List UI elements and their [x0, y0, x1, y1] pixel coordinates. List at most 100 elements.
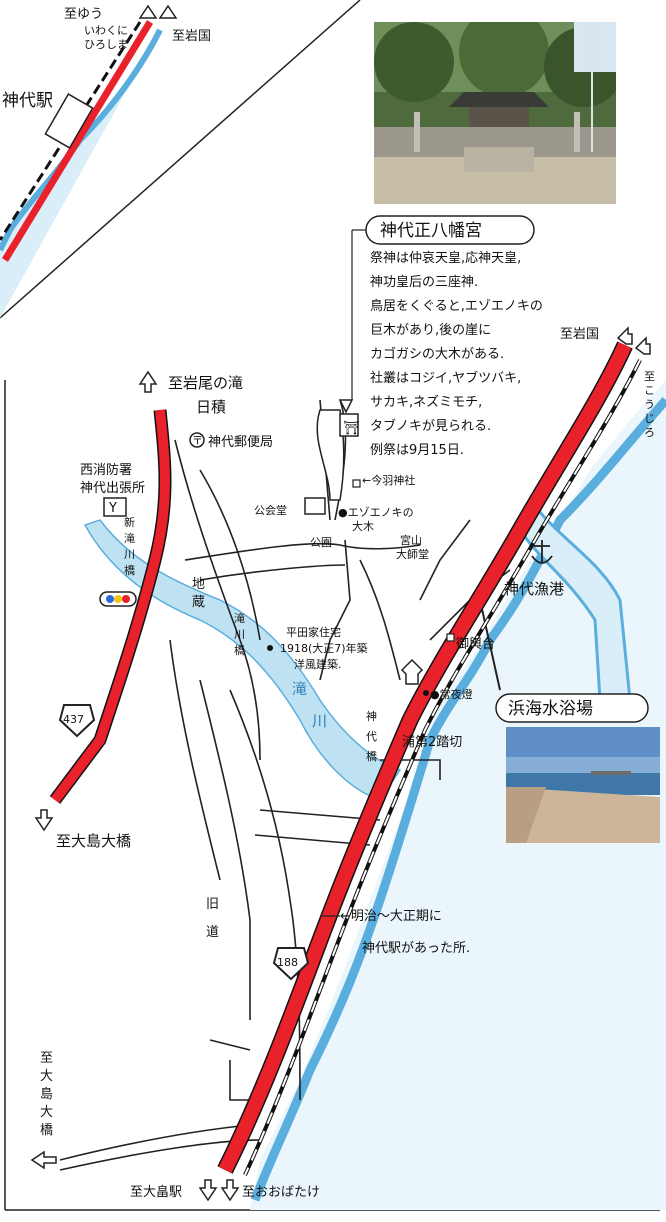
- route-188-number: 188: [277, 956, 298, 969]
- label-taki-river: 滝 川: [292, 680, 327, 730]
- route-188-shield: 188: [272, 947, 310, 981]
- label-fire-station-2: 神代出張所: [80, 481, 145, 496]
- label-park: 公園: [310, 536, 332, 549]
- label-meiji-note-2: 神代駅があった所.: [362, 941, 470, 956]
- label-shin-taki-bridge: 新 滝 川 橋: [124, 515, 135, 577]
- arrow-up-right-icon: [634, 336, 651, 355]
- svg-text:巨木があり,後の崖に: 巨木があり,後の崖に: [370, 323, 491, 338]
- svg-text:〒: 〒: [192, 434, 203, 447]
- label-old-road: 旧 道: [206, 897, 219, 940]
- arrow-down-icon: [338, 399, 354, 414]
- svg-text:橋: 橋: [366, 749, 377, 763]
- label-kominkan: 公会堂: [254, 504, 287, 517]
- arrow-down-icon: [34, 809, 54, 832]
- label-ezoenoki-2: 大木: [352, 519, 374, 533]
- svg-text:旧: 旧: [206, 897, 219, 912]
- shrine-description: 祭神は仲哀天皇,応神天皇, 神功皇后の三座神. 鳥居をくぐると,エゾエノキの 巨…: [370, 251, 543, 458]
- label-meiji-note-1: ←明治～大正期に: [340, 909, 442, 924]
- svg-text:橋: 橋: [124, 563, 135, 577]
- svg-text:滝: 滝: [292, 680, 307, 698]
- route-437-number: 437: [63, 713, 84, 726]
- label-imari-shrine: ←今羽神社: [362, 473, 415, 487]
- arrow-up-icon: [138, 4, 158, 19]
- inset-station-building: [44, 93, 94, 149]
- route-437: [51, 409, 170, 803]
- shrine-title-box: [365, 215, 535, 245]
- label-fire-station-1: 西消防署: [80, 462, 132, 478]
- arrow-down-icon: [198, 1179, 218, 1202]
- label-miyayama-2: 大師堂: [396, 547, 429, 561]
- label-hiroshima: ひろしま: [84, 38, 128, 51]
- svg-text:代: 代: [366, 730, 377, 743]
- svg-text:滝: 滝: [124, 532, 135, 545]
- svg-text:サカキ,ネズミモチ,: サカキ,ネズミモチ,: [370, 394, 482, 410]
- arrow-down-icon: [220, 1179, 240, 1202]
- label-fishing-port: 神代漁港: [504, 580, 564, 598]
- svg-text:神功皇后の三座神.: 神功皇后の三座神.: [370, 275, 478, 290]
- svg-text:島: 島: [40, 1087, 53, 1102]
- svg-text:う: う: [644, 398, 655, 411]
- label-taki-bridge: 滝 川 橋: [234, 612, 245, 657]
- sea-area: [250, 380, 666, 1210]
- fire-station-marker: [103, 497, 127, 517]
- label-ezoenoki-1: ●エゾエノキの: [338, 506, 414, 519]
- label-post-office: 神代郵便局: [208, 435, 273, 450]
- taki-river: [83, 519, 402, 801]
- label-to-iwakuni-top: 至岩国: [172, 29, 211, 44]
- beach-photo: [506, 727, 660, 843]
- svg-text:橋: 橋: [234, 643, 245, 657]
- label-hirata-3: 洋風建築.: [294, 657, 342, 671]
- label-to-oshima-bridge: 至大島大橋: [56, 832, 131, 850]
- svg-text:カゴガシの大木がある.: カゴガシの大木がある.: [370, 346, 504, 362]
- svg-text:川: 川: [234, 628, 245, 641]
- svg-text:川: 川: [124, 548, 135, 561]
- label-to-yuu: 至ゆう: [64, 7, 103, 22]
- inset-border: [0, 0, 361, 319]
- arrow-up-icon: [138, 370, 158, 393]
- joyato-marker: [423, 690, 429, 696]
- kominkan-building: [304, 497, 326, 515]
- stone-lantern-icon: [400, 658, 424, 685]
- svg-text:地: 地: [192, 577, 205, 592]
- fire-station-mark: Y: [108, 501, 117, 516]
- label-jinoshiro-station: 神代駅: [2, 91, 53, 111]
- label-jinoshiro-bridge: 神 代 橋: [366, 709, 377, 763]
- label-to-iwakuni-right: 至岩国: [560, 327, 599, 342]
- traffic-light-icon: [99, 591, 137, 607]
- mikoshi-marker: [446, 633, 455, 642]
- svg-text:道: 道: [206, 925, 219, 940]
- label-to-ohbatake: 至おおばたけ: [242, 1185, 320, 1200]
- label-jizo: 地 蔵: [192, 577, 205, 610]
- svg-text:大: 大: [40, 1105, 53, 1120]
- sanyo-railway-dashes: [244, 359, 641, 1176]
- direction-arrows: [30, 326, 651, 1202]
- svg-text:川: 川: [312, 712, 327, 730]
- svg-text:至: 至: [40, 1051, 53, 1066]
- port-pier: [479, 599, 501, 691]
- label-to-kojiro: 至 こ う じ ろ: [644, 370, 655, 439]
- arrow-left-icon: [30, 1150, 57, 1170]
- post-office-icon: 〒: [189, 432, 205, 448]
- svg-text:例祭は9月15日.: 例祭は9月15日.: [370, 443, 464, 458]
- svg-text:新: 新: [124, 515, 135, 529]
- label-joyato: ●常夜燈: [430, 687, 473, 701]
- hirata-house-marker: [267, 645, 273, 651]
- shrine-icon-glyph: ⛩: [343, 420, 360, 436]
- label-mikoshi: 御輿台: [456, 637, 495, 652]
- imari-shrine-marker: [352, 479, 361, 488]
- main-map: ⛩ 437 188 Y: [4, 215, 666, 1211]
- arrow-up-icon: [158, 4, 178, 19]
- svg-text:ろ: ろ: [644, 426, 655, 439]
- route-188: [218, 342, 632, 1174]
- shrine-photo: [374, 22, 616, 204]
- shrine-title: 神代正八幡宮: [380, 221, 482, 241]
- label-to-oshima-bridge-vertical: 至 大 島 大 橋: [40, 1051, 53, 1138]
- label-to-iwao-falls: 至岩尾の滝: [168, 374, 243, 392]
- inset-road: [2, 20, 153, 262]
- label-miyayama-1: 宮山: [400, 533, 422, 547]
- svg-text:橋: 橋: [40, 1123, 53, 1138]
- coastline: [250, 396, 666, 1202]
- anchor-icon: [531, 540, 553, 564]
- svg-text:じ: じ: [644, 412, 655, 425]
